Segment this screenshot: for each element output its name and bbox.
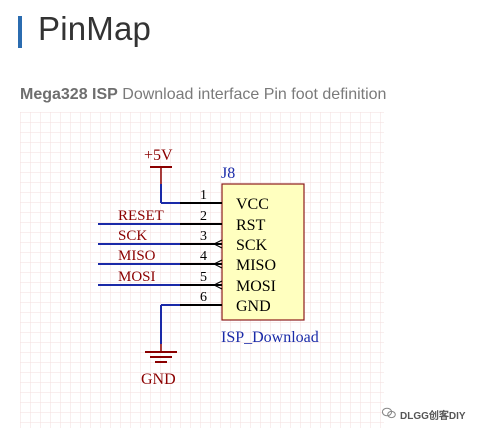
pin-number: 4 — [200, 249, 207, 264]
pin-name: MISO — [236, 257, 276, 274]
ground-symbol: GND — [141, 344, 177, 388]
pin-name: RST — [236, 217, 266, 234]
watermark: DLGG创客DIY — [381, 407, 466, 422]
schematic-svg: +5V J8 — [20, 112, 384, 428]
pin-number: 3 — [200, 229, 207, 244]
ref-designator: J8 — [221, 165, 235, 182]
net-wires — [98, 223, 180, 344]
title-accent-bar — [18, 16, 22, 48]
part-name: ISP_Download — [221, 329, 319, 346]
net-label: MOSI — [118, 269, 156, 285]
grid-background — [20, 112, 384, 428]
pin-stubs — [180, 202, 222, 306]
net-label: SCK — [118, 228, 147, 244]
net-label: MISO — [118, 248, 156, 264]
watermark-text: DLGG创客DIY — [400, 411, 466, 422]
net-labels: RESET SCK MISO MOSI — [118, 208, 164, 285]
pin-numbers: 1 2 3 4 5 6 — [200, 188, 207, 305]
pin-name: SCK — [236, 237, 268, 254]
pin-number: 5 — [200, 270, 207, 285]
input-arrows — [212, 239, 223, 290]
subtitle-text: Download interface Pin foot definition — [117, 86, 387, 103]
pin-number: 2 — [200, 209, 207, 224]
subtitle: Mega328 ISP Download interface Pin foot … — [20, 86, 386, 104]
pin-name: MOSI — [236, 278, 276, 295]
page-title: PinMap — [38, 10, 152, 47]
schematic-image: +5V J8 — [20, 112, 384, 428]
pin-names: VCC RST SCK MISO MOSI GND — [236, 196, 276, 315]
component-body — [221, 183, 305, 321]
pin-name: VCC — [236, 196, 269, 213]
net-label: RESET — [118, 208, 164, 224]
subtitle-bold: Mega328 ISP — [20, 86, 118, 103]
pin-number: 1 — [200, 188, 207, 203]
power-label: +5V — [144, 147, 173, 164]
pin-number: 6 — [200, 290, 207, 305]
ground-label: GND — [141, 371, 176, 388]
power-symbol: +5V — [144, 147, 173, 184]
wechat-icon — [381, 407, 396, 422]
pin-name: GND — [236, 298, 271, 315]
